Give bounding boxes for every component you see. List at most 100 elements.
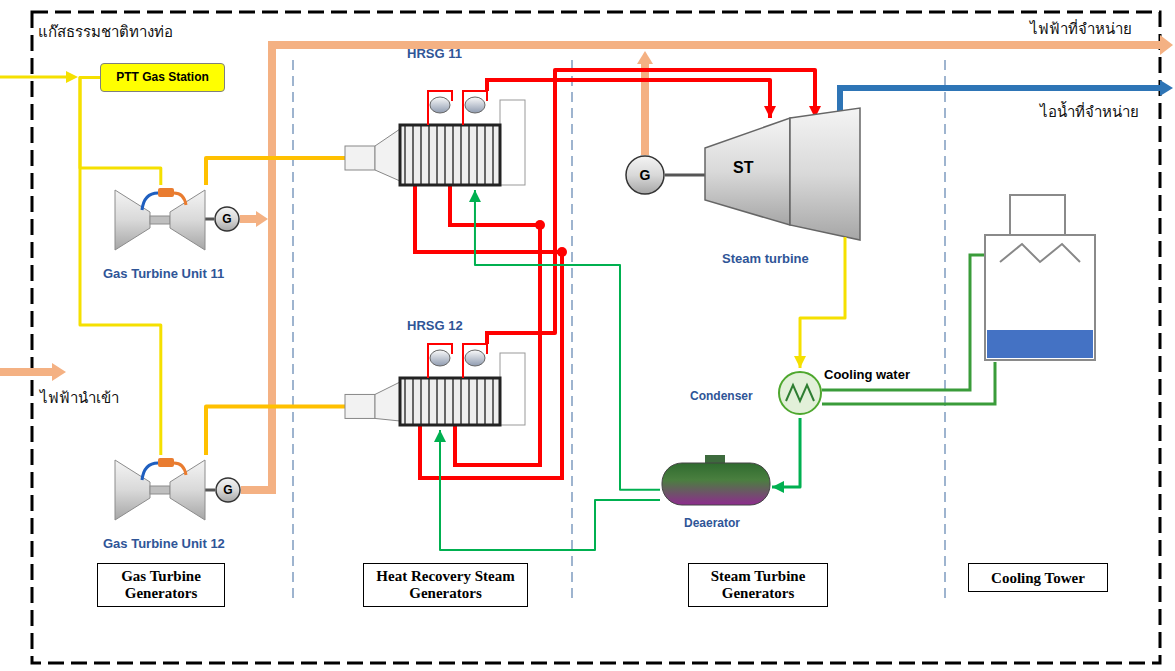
inlet-duct	[345, 394, 375, 418]
text-holder: G	[214, 206, 240, 232]
node-label: Gas Turbine Unit 12	[103, 536, 225, 551]
flow-connector	[772, 418, 800, 487]
text-holder: Steam turbine	[722, 248, 809, 267]
node-label: Heat Recovery Steam Generators	[370, 568, 521, 602]
inlet-duct	[345, 146, 375, 170]
node-label: Deaerator	[684, 516, 740, 530]
section-box: Heat Recovery Steam Generators	[363, 563, 528, 607]
generator-outline	[626, 156, 664, 194]
hrsg-unit: HRSG 11	[345, 40, 535, 190]
turbine-shape	[170, 460, 205, 520]
text-holder: G	[625, 155, 665, 195]
hrsg-unit: HRSG 12	[345, 315, 535, 430]
steam-outlet	[487, 333, 535, 344]
node-label: G	[223, 477, 232, 503]
text-holder: Gas Turbine Unit 12	[103, 533, 225, 552]
text-holder: HRSG 11	[407, 43, 462, 62]
shaft-shape	[150, 486, 170, 494]
combustor-shape	[158, 458, 174, 467]
section-separators	[293, 60, 945, 598]
node-label: Cooling Tower	[991, 570, 1085, 587]
text-holder: HRSG 12	[407, 315, 463, 334]
riser-loop	[463, 91, 487, 125]
generator-outline	[216, 478, 240, 502]
gas-turbine: Gas Turbine Unit 12	[100, 455, 252, 553]
riser-loop	[463, 344, 487, 378]
power-import-arrow	[0, 363, 66, 381]
stack-shape	[500, 353, 525, 425]
generator-circle: G	[215, 477, 241, 505]
text-holder: Gas Turbine Unit 11	[103, 263, 224, 282]
node-label: G	[222, 206, 231, 232]
flow-label: Cooling water	[824, 367, 910, 382]
text-holder: Deaerator	[684, 512, 740, 531]
flow-label: ไฟฟ้านำเข้า	[40, 386, 119, 410]
junction-dot	[535, 220, 545, 230]
flow-label: ไฟฟ้าที่จำหน่าย	[1030, 17, 1132, 41]
flow-connector	[206, 158, 345, 185]
flow-connector	[475, 190, 660, 490]
node-label: PTT Gas Station	[116, 64, 209, 90]
gas-turbine: Gas Turbine Unit 11	[100, 185, 252, 283]
flow-connector	[800, 270, 845, 368]
combustor-shape	[158, 188, 174, 197]
text-holder: PTT Gas Station	[101, 64, 224, 90]
steam-outlet	[487, 80, 535, 91]
boiler-body	[400, 378, 500, 425]
deaerator-tank: Deaerator	[660, 455, 772, 540]
transition-duct	[375, 129, 400, 181]
cooling-tower-symbol	[985, 195, 1095, 360]
section-box: Steam Turbine Generators	[688, 563, 828, 607]
boiler-body	[400, 125, 500, 185]
power-export-bus	[240, 35, 1173, 490]
stack-shape	[500, 100, 525, 185]
junction-dot	[557, 247, 567, 257]
text-holder: Condenser	[690, 385, 753, 404]
combustor-pipe	[174, 193, 186, 205]
transition-duct	[375, 382, 400, 421]
text-holder: G	[215, 477, 241, 503]
node-label: Condenser	[690, 389, 753, 403]
flow-label: ไอน้ำที่จำหน่าย	[1040, 100, 1139, 124]
condenser-shell	[779, 372, 821, 414]
condenser-coil	[786, 385, 814, 401]
section-box: Gas Turbine Generators	[97, 563, 225, 607]
text-holder: ไฟฟ้านำเข้า	[40, 386, 119, 410]
steam-drum	[465, 350, 485, 366]
node-label: Gas Turbine Unit 11	[103, 266, 224, 281]
riser-loop	[428, 344, 452, 378]
steam-turbine: ST Steam turbine	[700, 118, 870, 270]
steam-drum	[465, 97, 485, 113]
node-label: G	[640, 155, 651, 195]
flow-connector	[440, 430, 660, 550]
steam-drum	[430, 97, 450, 113]
flow-label: แก๊สธรรมชาติทางท่อ	[38, 20, 173, 44]
combustor-pipe	[142, 463, 158, 480]
flow-connector	[80, 78, 161, 186]
text-holder: ST	[733, 158, 753, 177]
section-box: Cooling Tower	[968, 563, 1108, 592]
text-holder: Heat Recovery Steam Generators	[370, 568, 521, 602]
exhaust-stub	[844, 237, 847, 270]
node-shape	[345, 40, 535, 190]
text-holder: Steam Turbine Generators	[695, 568, 821, 602]
text-holder: ไฟฟ้าที่จำหน่าย	[1030, 17, 1132, 41]
node-label: HRSG 12	[407, 318, 463, 333]
generator-circle: G	[214, 206, 240, 234]
riser-loop	[428, 91, 452, 125]
node-label: ST	[733, 159, 753, 177]
node-shape	[700, 118, 870, 270]
node-label: HRSG 11	[407, 46, 462, 61]
generator-circle: G	[625, 155, 665, 197]
node-label: Gas Turbine Generators	[104, 568, 218, 602]
gas-station-box: PTT Gas Station	[100, 63, 225, 92]
plant-boundary	[32, 12, 1160, 663]
generator-outline	[215, 207, 239, 231]
flow-connector	[535, 80, 770, 118]
flow-connector	[206, 406, 345, 455]
text-holder: Cooling Tower	[975, 568, 1101, 587]
tank-shape	[662, 463, 770, 505]
combustor-pipe	[142, 193, 158, 210]
